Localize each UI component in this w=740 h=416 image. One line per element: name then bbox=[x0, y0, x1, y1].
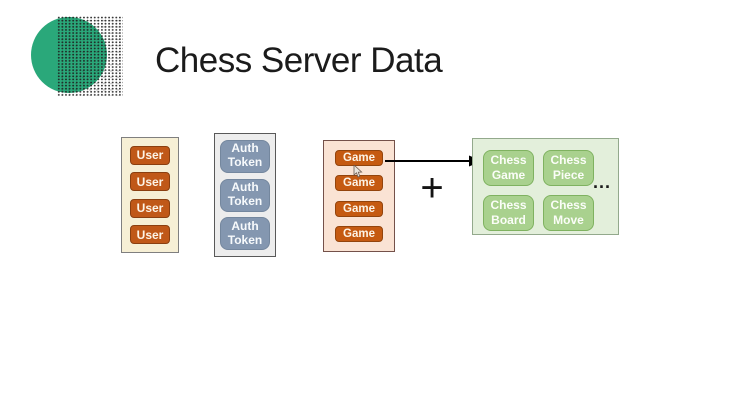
auth-token-box: Auth Token bbox=[220, 217, 270, 251]
user-box: User bbox=[130, 145, 170, 165]
game-box: Game bbox=[335, 225, 383, 242]
auth-token-list-container: Auth Token Auth Token Auth Token bbox=[214, 133, 276, 257]
logo-halftone-dots-icon bbox=[57, 16, 123, 96]
user-box: User bbox=[130, 198, 170, 218]
chess-board-box: Chess Board bbox=[483, 195, 534, 231]
chess-piece-box: Chess Piece bbox=[543, 150, 594, 186]
plus-operator: + bbox=[420, 166, 444, 210]
mouse-cursor-icon bbox=[353, 165, 363, 178]
user-box: User bbox=[130, 172, 170, 192]
auth-token-box: Auth Token bbox=[220, 178, 270, 212]
more-classes-ellipsis: ... bbox=[593, 172, 612, 192]
game-box: Game bbox=[335, 200, 383, 217]
game-list-container: Game Game Game Game bbox=[323, 140, 395, 252]
chess-move-box: Chess Move bbox=[543, 195, 594, 231]
auth-token-box: Auth Token bbox=[220, 139, 270, 173]
chess-game-box: Chess Game bbox=[483, 150, 534, 186]
user-box: User bbox=[130, 225, 170, 245]
page-title: Chess Server Data bbox=[155, 41, 443, 80]
game-box: Game bbox=[335, 150, 383, 167]
chess-classes-panel: Chess Game Chess Piece Chess Board Chess… bbox=[472, 138, 619, 235]
user-list-container: User User User User bbox=[121, 137, 179, 253]
